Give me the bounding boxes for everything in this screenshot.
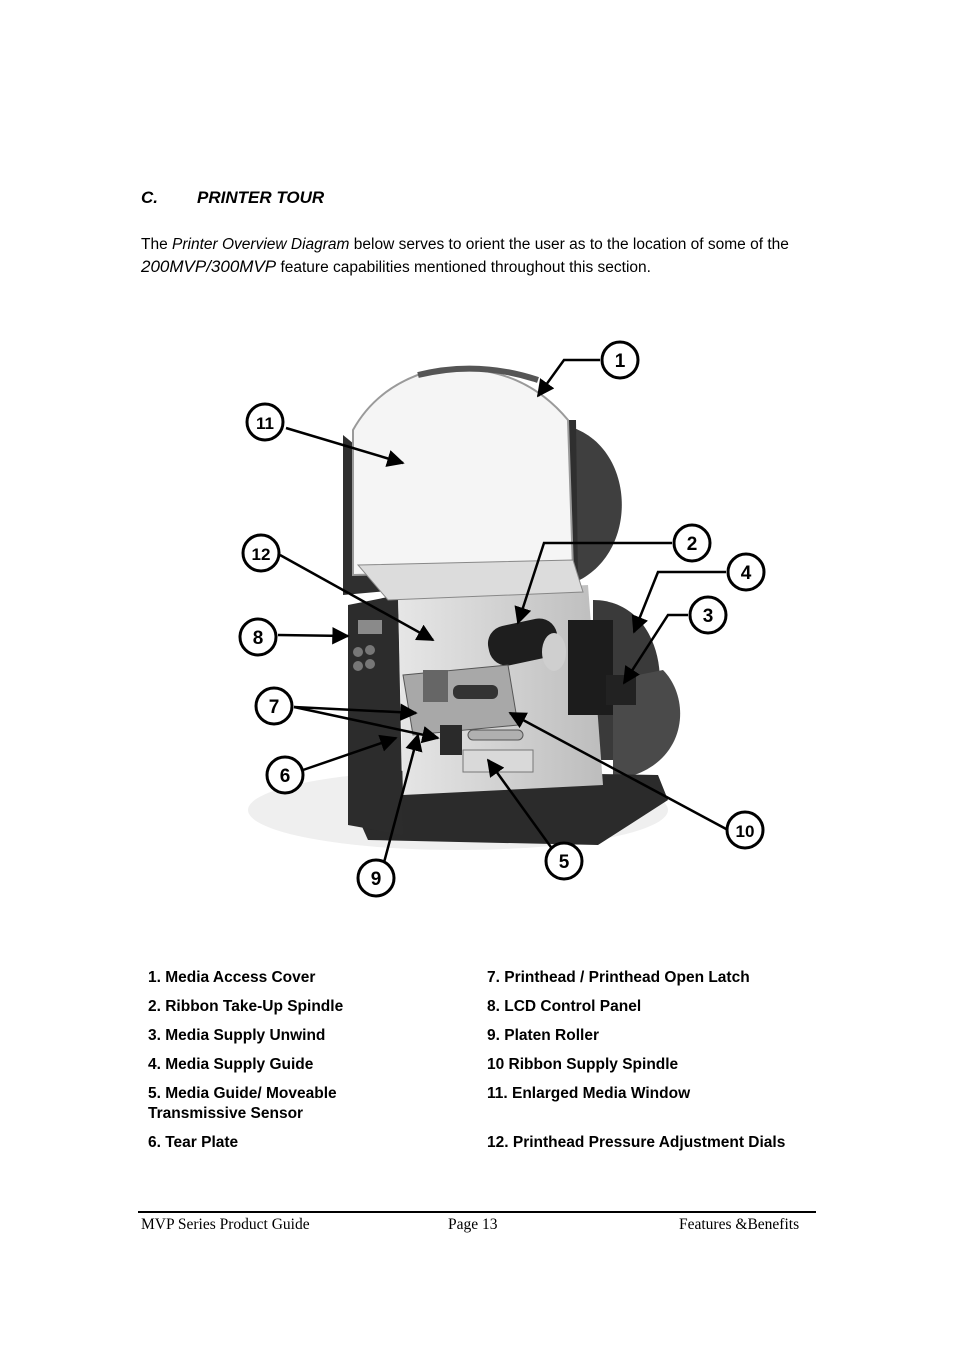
svg-text:12: 12 bbox=[252, 545, 271, 564]
callout-3: 3 bbox=[690, 597, 726, 633]
svg-text:11: 11 bbox=[256, 414, 274, 433]
callout-8: 8 bbox=[240, 619, 276, 655]
svg-text:1: 1 bbox=[615, 351, 626, 372]
legend-item: 11. Enlarged Media Window bbox=[487, 1084, 690, 1104]
intro-text-1: The bbox=[141, 236, 172, 253]
legend-item: 5. Media Guide/ Moveable bbox=[148, 1084, 337, 1104]
legend-item: 12. Printhead Pressure Adjustment Dials bbox=[487, 1133, 785, 1153]
callout-2: 2 bbox=[674, 525, 710, 561]
callout-5: 5 bbox=[546, 843, 582, 879]
callout-10: 10 bbox=[727, 812, 763, 848]
model-name: 200MVP/300MVP bbox=[141, 257, 276, 276]
printer-illustration bbox=[248, 369, 680, 850]
footer-section-name: Features &Benefits bbox=[679, 1216, 799, 1234]
callout-12: 12 bbox=[243, 535, 279, 571]
svg-text:5: 5 bbox=[559, 852, 570, 873]
legend-item: 2. Ribbon Take-Up Spindle bbox=[148, 997, 343, 1017]
intro-text-3: feature capabilities mentioned throughou… bbox=[276, 259, 651, 276]
legend-item: 9. Platen Roller bbox=[487, 1026, 599, 1046]
svg-text:10: 10 bbox=[736, 822, 755, 841]
section-title: PRINTER TOUR bbox=[197, 188, 324, 207]
svg-text:3: 3 bbox=[703, 606, 714, 627]
svg-text:8: 8 bbox=[253, 628, 264, 649]
svg-text:9: 9 bbox=[371, 869, 382, 890]
diagram-name: Printer Overview Diagram bbox=[172, 236, 349, 253]
legend-item: 6. Tear Plate bbox=[148, 1133, 238, 1153]
section-heading: C.PRINTER TOUR bbox=[141, 188, 324, 208]
callout-9: 9 bbox=[358, 860, 394, 896]
intro-paragraph: The Printer Overview Diagram below serve… bbox=[141, 234, 831, 279]
legend-item-continuation: Transmissive Sensor bbox=[148, 1104, 303, 1124]
callout-7: 7 bbox=[256, 688, 292, 724]
footer-rule bbox=[138, 1211, 816, 1213]
intro-text-2: below serves to orient the user as to th… bbox=[349, 236, 788, 253]
legend-item: 4. Media Supply Guide bbox=[148, 1055, 313, 1075]
callout-4: 4 bbox=[728, 554, 764, 590]
legend-item: 8. LCD Control Panel bbox=[487, 997, 641, 1017]
legend-item: 10 Ribbon Supply Spindle bbox=[487, 1055, 678, 1075]
svg-text:6: 6 bbox=[280, 766, 291, 787]
legend-item: 7. Printhead / Printhead Open Latch bbox=[487, 968, 750, 988]
callout-1: 1 bbox=[602, 342, 638, 378]
section-letter: C. bbox=[141, 188, 197, 208]
footer-guide-title: MVP Series Product Guide bbox=[141, 1216, 310, 1234]
legend-item: 1. Media Access Cover bbox=[148, 968, 315, 988]
printer-overview-diagram: 1 2 3 4 5 6 7 8 9 10 11 12 bbox=[218, 330, 778, 920]
svg-text:2: 2 bbox=[687, 534, 698, 555]
callout-11: 11 bbox=[247, 404, 283, 440]
svg-text:7: 7 bbox=[269, 697, 280, 718]
svg-text:4: 4 bbox=[741, 563, 752, 584]
legend-item: 3. Media Supply Unwind bbox=[148, 1026, 325, 1046]
footer-page-number: Page 13 bbox=[448, 1216, 498, 1234]
callout-6: 6 bbox=[267, 757, 303, 793]
